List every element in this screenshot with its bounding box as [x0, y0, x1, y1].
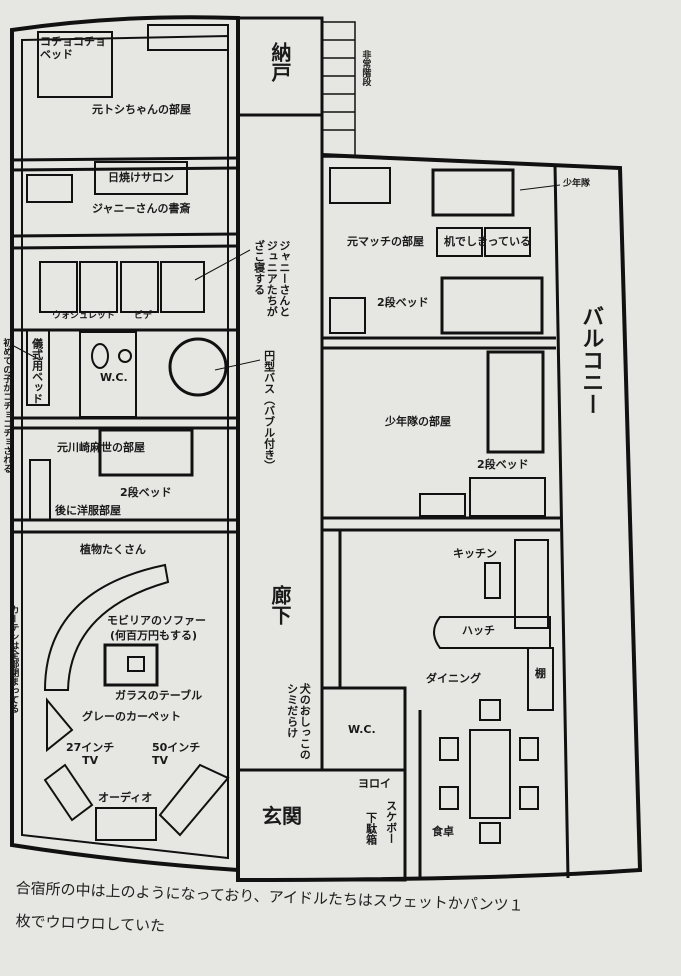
box-shonentai-1 — [469, 477, 546, 517]
cabinet-match — [329, 167, 391, 204]
desk — [26, 174, 73, 203]
curved-sofa — [43, 563, 170, 691]
toshi-room-label: 元トシちゃんの部屋 — [92, 103, 191, 116]
wc-right-label: W.C. — [348, 723, 376, 736]
kocho-bed — [37, 31, 113, 98]
bidet — [118, 349, 132, 363]
carpet-triangle — [46, 697, 74, 753]
box-match — [329, 297, 366, 334]
curtains-label: カーテンは全部閉まってる — [8, 605, 19, 713]
tv27-label: 27インチ TV — [66, 741, 115, 767]
many-plants-label: 植物たくさん — [80, 543, 146, 556]
kitchen-counter — [514, 539, 549, 629]
bunk-bed-shonentai — [486, 350, 545, 454]
corridor-label: 廊下 — [268, 585, 292, 625]
chairs — [439, 699, 539, 844]
balcony-wall — [553, 164, 570, 879]
shelf-label: 棚 — [535, 667, 546, 680]
gray-carpet-label: グレーのカーペット — [82, 710, 181, 723]
tanning-salon-label: 日焼けサロン — [108, 171, 174, 184]
audio — [95, 807, 157, 841]
fridge — [484, 562, 501, 599]
right-room-dividers — [236, 336, 560, 882]
bunk-bed-match-label: 2段ベッド — [377, 296, 429, 309]
desk-divide-label: 机でしきっている — [444, 235, 532, 248]
leader-lines — [11, 184, 561, 371]
sofa-price-label: (何百万円もする) — [110, 629, 198, 642]
bunk-bed-match — [440, 276, 544, 335]
shonentai-label: 少年隊 — [563, 179, 591, 189]
desk-2 — [484, 227, 531, 257]
dining-table-shape — [469, 729, 511, 819]
bunk-bed-left — [98, 428, 194, 477]
later-wardrobe-label: 後に洋服部屋 — [55, 504, 121, 517]
washlet-label: ウォシュレット — [52, 311, 115, 321]
tv27 — [43, 763, 94, 822]
zakone-label: ジャニーさんと ジュニアたちが ざこ寝する — [252, 240, 291, 317]
sofa-label: モビリアのソファー — [107, 614, 206, 627]
stairs — [321, 21, 356, 158]
skateboard-label: スケボー — [384, 800, 398, 844]
cabinet — [147, 24, 229, 51]
first-timer-label: 初めての子がコチョコチョされる — [1, 338, 12, 473]
storeroom-label: 納戸 — [268, 42, 292, 82]
round-bath-label: 円型バス（バブル付き） — [262, 350, 276, 471]
match-room-label: 元マッチの部屋 — [347, 235, 424, 248]
entrance-label: 玄関 — [262, 804, 302, 828]
dining-table-label: 食卓 — [432, 825, 454, 838]
dining-label: ダイニング — [426, 672, 481, 685]
bunk-bed-shonentai-label: 2段ベッド — [477, 458, 529, 471]
shelf — [527, 647, 554, 711]
bidet-label: ビデ — [134, 311, 153, 321]
kawasaki-room-label: 元川崎麻世の部屋 — [57, 441, 145, 454]
audio-label: オーディオ — [98, 791, 153, 804]
kitchen-label: キッチン — [453, 547, 497, 560]
glass-table-label: ガラスのテーブル — [115, 689, 203, 702]
wardrobe — [29, 459, 51, 521]
hatch-label: ハッチ — [462, 624, 495, 637]
ritual-bed-label: 儀式用ベッド — [30, 338, 44, 404]
emergency-stairs-label: 非常階段 — [360, 50, 371, 86]
dog-stains-label: 犬のおしっこの シミだらけ — [285, 683, 312, 760]
glass-table-top — [127, 656, 145, 672]
shonentai-room-label: 少年隊の部屋 — [385, 415, 451, 428]
wc-left-label: W.C. — [100, 371, 128, 384]
ritual-bed — [26, 329, 50, 406]
wc-room — [79, 331, 137, 418]
round-bath — [168, 337, 228, 397]
toilet — [91, 343, 109, 369]
futons — [39, 261, 205, 313]
tanning-salon-box — [94, 161, 188, 195]
box-shonentai-2 — [419, 493, 466, 517]
bunk-bed-left-label: 2段ベッド — [120, 486, 172, 499]
desk-1 — [436, 227, 483, 257]
shonentai-bed-top — [431, 168, 515, 217]
balcony-label: バルコニー — [578, 305, 604, 415]
armor-label: ヨロイ — [358, 777, 391, 790]
shoe-box-label: 下駄箱 — [364, 812, 378, 845]
tv50-label: 50インチ TV — [152, 741, 201, 767]
kocho-bed-label: コチョコチョ ベッド — [40, 35, 106, 61]
glass-table — [103, 643, 159, 687]
left-inner-wall — [21, 34, 229, 860]
johnny-study-label: ジャニーさんの書斎 — [92, 202, 191, 215]
tv50 — [158, 763, 230, 837]
